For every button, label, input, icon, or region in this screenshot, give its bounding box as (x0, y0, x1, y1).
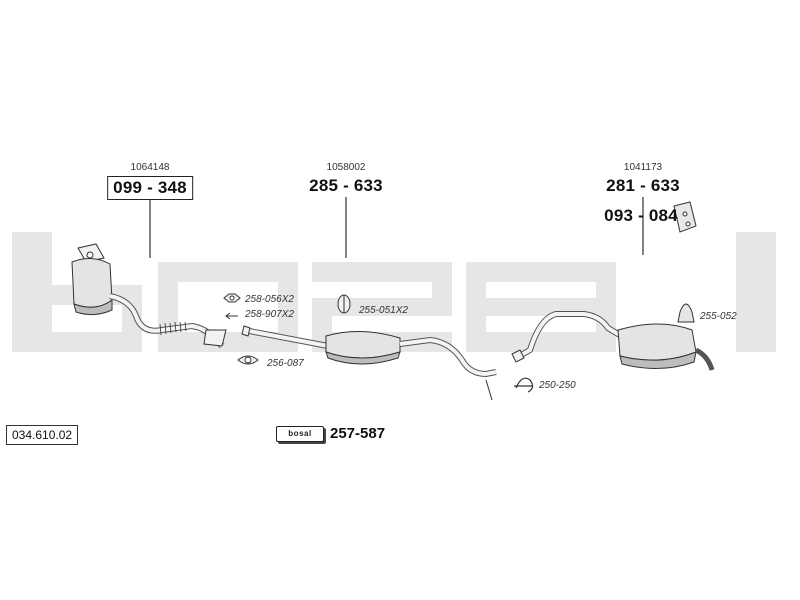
watermark-a (466, 262, 616, 352)
gasket-icon (237, 355, 259, 365)
bosal-kit-logo: bosal (276, 426, 324, 442)
watermark-l (736, 232, 776, 352)
accessory-label[interactable]: 255-052 (700, 311, 737, 322)
rubber-hanger-icon (337, 294, 351, 314)
leader-lines (149, 197, 644, 258)
hanger-255-052-icon (677, 303, 695, 323)
oem-code-label: 1064148 (130, 162, 170, 173)
catalytic-converter-part (71, 243, 113, 316)
nut-icon (223, 293, 241, 303)
mounting-bracket-icon (673, 201, 697, 233)
mounting-kit-number[interactable]: 257-587 (330, 425, 386, 442)
part-number-label[interactable]: 281 - 633 (606, 176, 680, 195)
bosal-kit-logo-text: bosal (288, 429, 312, 438)
front-pipe-part (109, 293, 227, 349)
part-number-label[interactable]: 093 - 084 (604, 206, 678, 225)
rear-silencer-part (511, 311, 715, 371)
accessory-label[interactable]: 258-907X2 (245, 309, 294, 320)
oem-code-label: 1041173 (623, 162, 663, 173)
middle-silencer-part (241, 325, 497, 401)
accessory-label[interactable]: 250-250 (539, 380, 576, 391)
part-number-label[interactable]: 285 - 633 (309, 176, 383, 195)
accessory-label[interactable]: 255-051X2 (359, 305, 408, 316)
flex-section (159, 321, 187, 336)
part-number-label[interactable]: 099 - 348 (107, 176, 193, 200)
oem-code-label: 1058002 (326, 162, 366, 173)
accessory-label[interactable]: 258-056X2 (245, 294, 294, 305)
diagram-reference-box: 034.610.02 (6, 425, 79, 445)
clamp-icon (514, 377, 534, 393)
bolt-arrow-icon (225, 312, 238, 320)
accessory-label[interactable]: 256-087 (267, 358, 304, 369)
